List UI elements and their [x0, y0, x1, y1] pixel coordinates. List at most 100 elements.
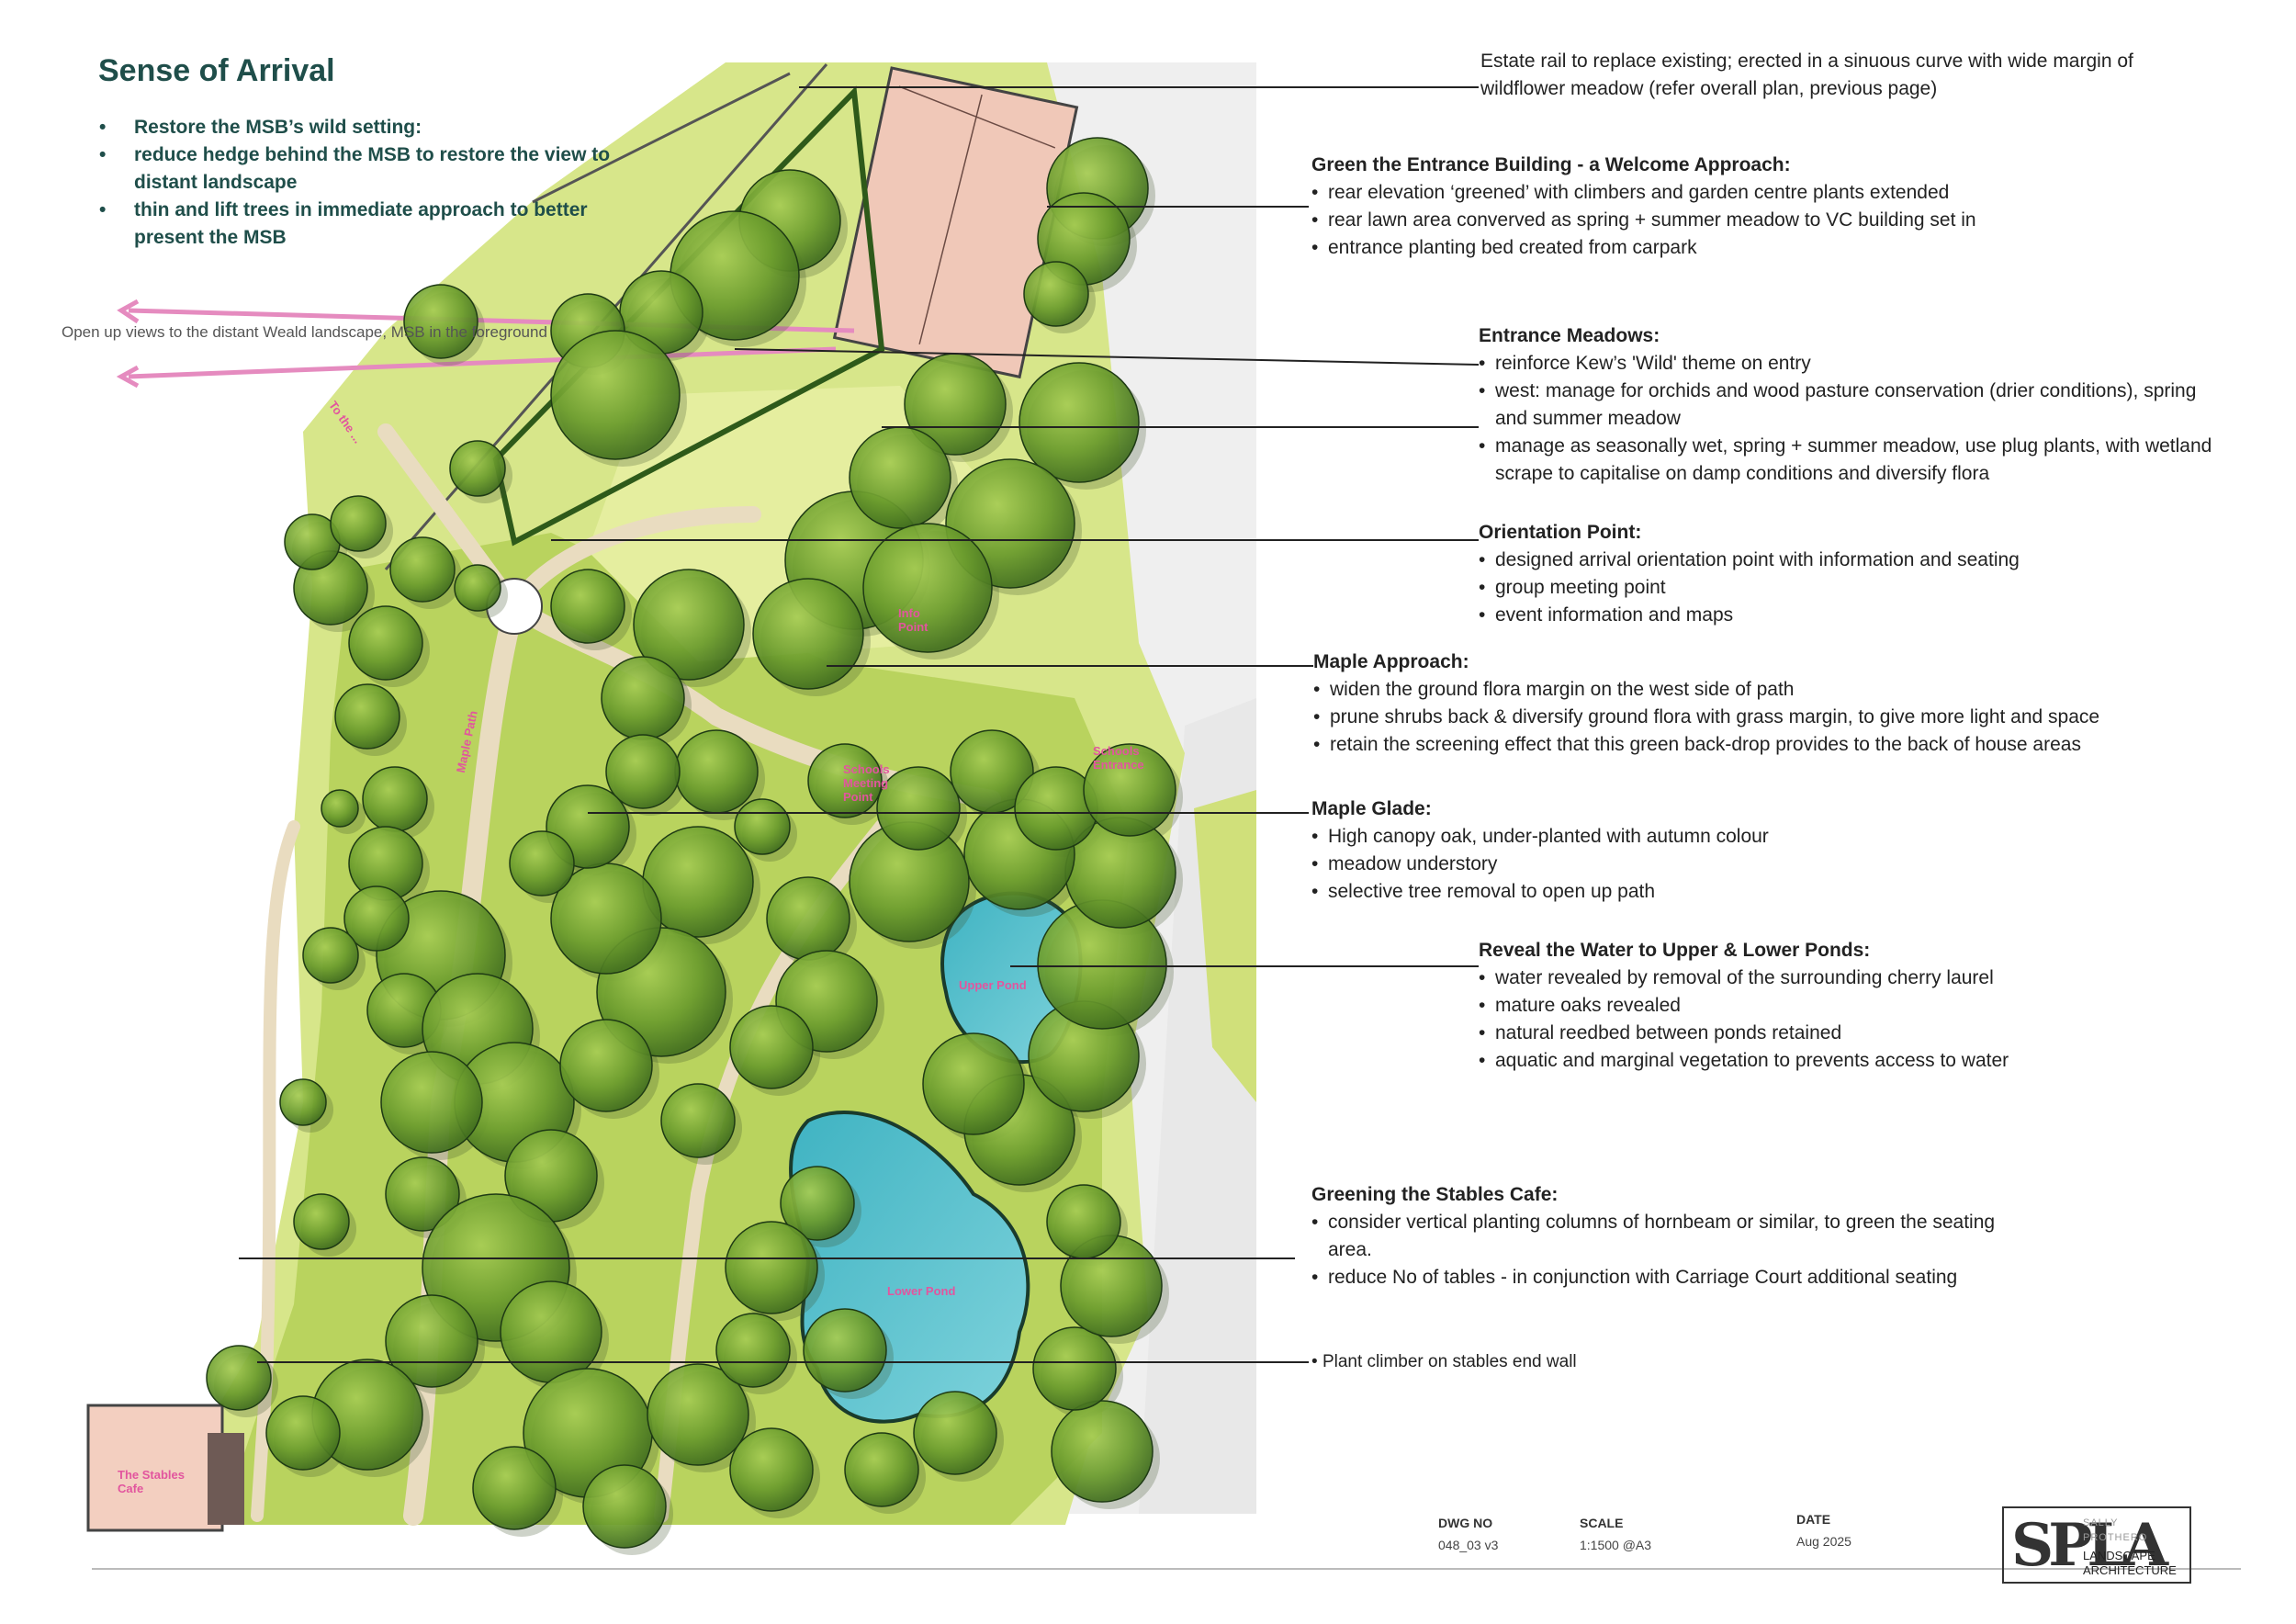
tree-canopy — [766, 876, 850, 961]
tree-canopy — [922, 1032, 1025, 1135]
tree-canopy — [330, 495, 387, 552]
annotation-entrance-building: Green the Entrance Building - a Welcome … — [1311, 152, 2065, 262]
tree-canopy — [876, 766, 961, 851]
list-item: reduce hedge behind the MSB to restore t… — [99, 141, 613, 197]
annotation-title: Greening the Stables Cafe: — [1311, 1184, 1559, 1205]
list-item: High canopy oak, under-planted with autu… — [1311, 823, 2046, 851]
logo-line: ARCHITECTURE — [2083, 1563, 2177, 1577]
annotation-title: Maple Glade: — [1311, 798, 1432, 819]
list-item: Restore the MSB’s wild setting: — [99, 114, 613, 141]
stables-cafe-label: The Stables Cafe — [118, 1468, 185, 1495]
list-item: mature oaks revealed — [1479, 992, 2213, 1020]
tree-canopy — [454, 564, 501, 612]
tree-canopy — [293, 1193, 350, 1250]
annotation-title: Maple Approach: — [1313, 651, 1469, 672]
tree-canopy — [674, 729, 759, 814]
list-item: event information and maps — [1479, 602, 2213, 629]
list-item: thin and lift trees in immediate approac… — [99, 197, 613, 252]
list-item: rear lawn area converved as spring + sum… — [1311, 207, 2065, 234]
tree-canopy — [1046, 1184, 1121, 1259]
annotation-maple-approach: Maple Approach: widen the ground flora m… — [1313, 648, 2232, 759]
tree-canopy — [403, 284, 478, 359]
tree-canopy — [302, 927, 359, 984]
tree-canopy — [500, 1280, 602, 1383]
tree-canopy — [862, 523, 993, 653]
tree-canopy — [279, 1078, 327, 1126]
tree-canopy — [715, 1313, 791, 1388]
tree-canopies — [206, 137, 1183, 1555]
stables-building — [86, 1404, 224, 1532]
list-item: entrance planting bed created from carpa… — [1311, 234, 2065, 262]
tree-canopy — [321, 789, 359, 828]
tree-canopy — [1051, 1400, 1154, 1503]
annotation-orientation-point: Orientation Point: designed arrival orie… — [1479, 519, 2213, 629]
date-label: DATE — [1796, 1512, 1831, 1527]
info-point-label: Info Point — [898, 606, 929, 634]
sense-of-arrival-title: Sense of Arrival — [98, 53, 335, 88]
tree-canopy — [265, 1395, 341, 1471]
tree-canopy — [725, 1221, 818, 1314]
list-item: meadow understory — [1311, 851, 2046, 878]
tree-canopy — [633, 569, 745, 681]
logo-line: PROTHERO — [2083, 1532, 2148, 1543]
tree-canopy — [913, 1391, 997, 1475]
tree-canopy — [660, 1083, 736, 1158]
logo-line: LANDSCAPE — [2083, 1549, 2155, 1562]
annotation-entrance-meadows: Entrance Meadows: reinforce Kew’s 'Wild'… — [1479, 322, 2213, 488]
tree-canopy — [1032, 1326, 1117, 1411]
tree-canopy — [647, 1363, 749, 1466]
date-value: Aug 2025 — [1796, 1534, 1851, 1549]
annotation-reveal-water: Reveal the Water to Upper & Lower Ponds:… — [1479, 937, 2213, 1075]
list-item: natural reedbed between ponds retained — [1479, 1020, 2213, 1047]
tree-canopy — [206, 1345, 272, 1411]
list-item: rear elevation ‘greened’ with climbers a… — [1311, 179, 2065, 207]
tree-canopy — [780, 1166, 855, 1241]
annotation-title: Orientation Point: — [1479, 522, 1642, 543]
list-item: reinforce Kew’s 'Wild' theme on entry — [1479, 350, 2213, 378]
logo-line: SALLY — [2083, 1517, 2119, 1528]
tree-canopy — [343, 885, 410, 952]
annotation-title: Entrance Meadows: — [1479, 325, 1660, 346]
list-item: manage as seasonally wet, spring + summe… — [1479, 433, 2213, 488]
tree-canopy — [807, 743, 883, 818]
list-item: aquatic and marginal vegetation to preve… — [1479, 1047, 2213, 1075]
logo-mark-icon: SPLA — [2011, 1511, 2168, 1580]
tree-canopy — [1023, 261, 1089, 327]
tree-canopy — [449, 440, 506, 497]
list-item: selective tree removal to open up path — [1311, 878, 2046, 906]
list-item: prune shrubs back & diversify ground flo… — [1313, 704, 2232, 731]
list-item: group meeting point — [1479, 574, 2213, 602]
dwg-no-value: 048_03 v3 — [1438, 1538, 1499, 1552]
tree-canopy — [1019, 362, 1140, 483]
lower-pond-label: Lower Pond — [887, 1284, 956, 1298]
dwg-no-label: DWG NO — [1438, 1516, 1493, 1530]
scale-label: SCALE — [1580, 1516, 1624, 1530]
tree-canopy — [729, 1005, 814, 1089]
plant-climber-text: Plant climber on stables end wall — [1322, 1352, 1577, 1371]
tree-canopy — [389, 536, 456, 603]
schools-entrance-label: Schools Entrance — [1093, 744, 1144, 772]
tree-canopy — [348, 605, 423, 681]
plant-climber-note: • Plant climber on stables end wall — [1311, 1352, 1577, 1371]
estate-rail-note: Estate rail to replace existing; erected… — [1480, 51, 2133, 99]
tree-canopy — [582, 1464, 667, 1549]
annotation-stables-cafe: Greening the Stables Cafe: consider vert… — [1311, 1181, 2028, 1291]
tree-canopy — [849, 426, 951, 529]
annotation-title: Reveal the Water to Upper & Lower Ponds: — [1479, 940, 1871, 961]
tree-canopy — [729, 1427, 814, 1512]
tree-canopy — [334, 683, 400, 750]
list-item: west: manage for orchids and wood pastur… — [1479, 378, 2213, 433]
schools-meeting-point-label: Schools Meeting Point — [843, 762, 890, 804]
views-note: Open up views to the distant Weald lands… — [62, 323, 547, 341]
list-item: widen the ground flora margin on the wes… — [1313, 676, 2232, 704]
tree-canopy — [385, 1294, 478, 1388]
tree-canopy — [362, 766, 428, 832]
list-item: retain the screening effect that this gr… — [1313, 731, 2232, 759]
tree-canopy — [550, 569, 625, 644]
tree-canopy — [734, 798, 791, 855]
tree-canopy — [509, 830, 575, 897]
annotation-title: Green the Entrance Building - a Welcome … — [1311, 154, 1791, 175]
list-item: consider vertical planting columns of ho… — [1311, 1209, 2028, 1264]
right-verge — [1194, 790, 1256, 1102]
tree-canopy — [601, 656, 685, 740]
